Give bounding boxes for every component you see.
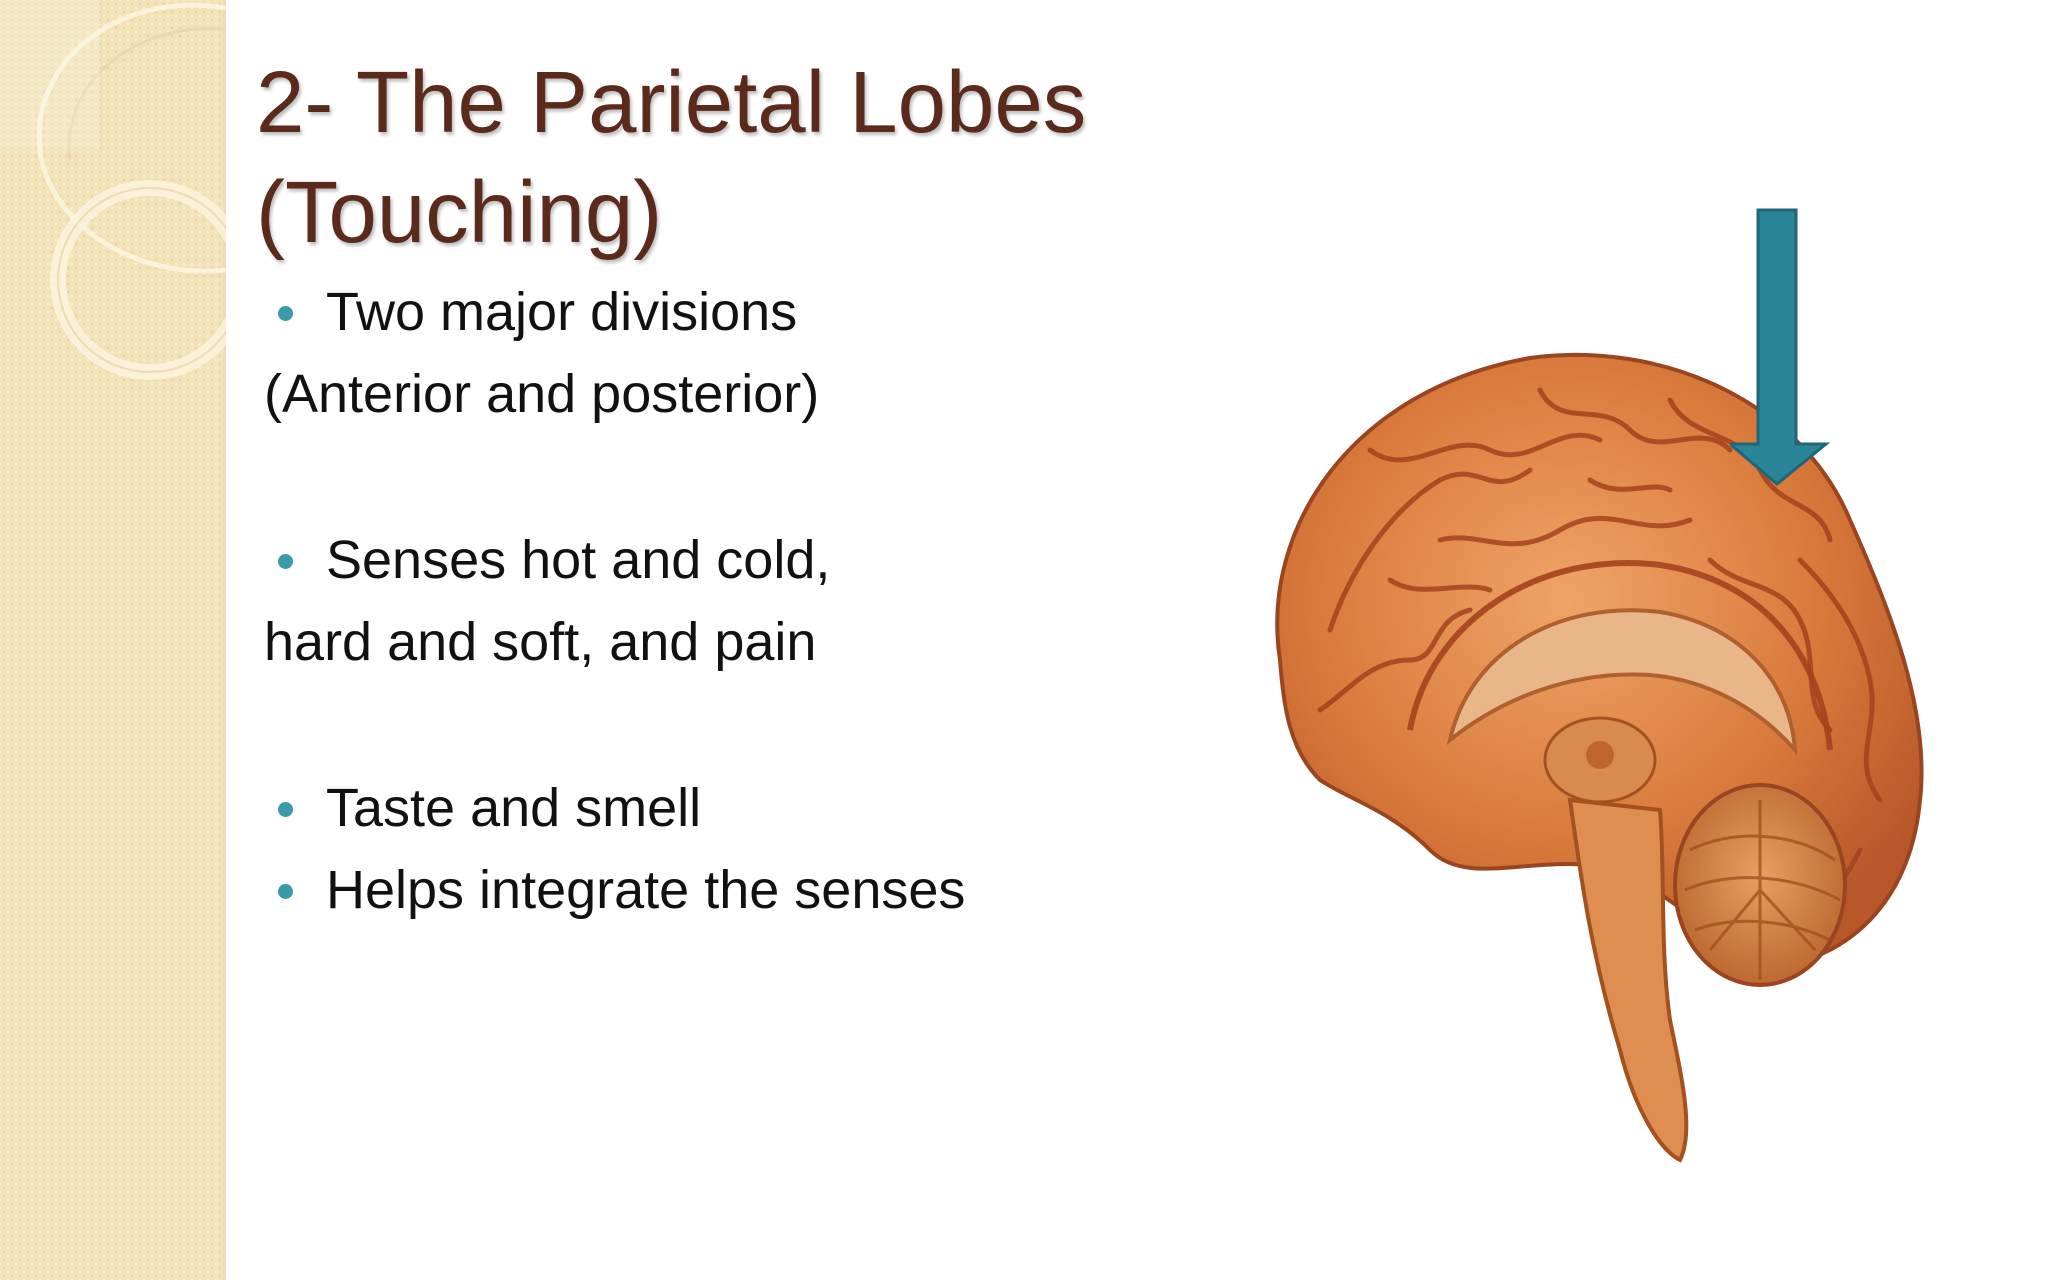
title-line-1: 2- The Parietal Lobes bbox=[256, 54, 1087, 151]
list-item-text: Two major divisions bbox=[326, 282, 798, 342]
list-item: Two major divisions bbox=[264, 280, 797, 344]
slide-title: 2- The Parietal Lobes (Touching) bbox=[256, 48, 1356, 268]
list-item-text: (Anterior and posterior) bbox=[264, 364, 820, 424]
list-item: Taste and smell bbox=[264, 776, 701, 840]
bullet-dot-icon bbox=[278, 884, 293, 899]
bullet-dot-icon bbox=[278, 554, 293, 569]
decorative-rings-icon bbox=[0, 0, 226, 380]
brain-image bbox=[1240, 330, 1940, 1170]
decorative-side-band bbox=[0, 0, 226, 1280]
list-item-continuation: (Anterior and posterior) bbox=[264, 362, 819, 426]
brain-midsagittal-icon bbox=[1275, 352, 1924, 1163]
down-arrow-icon bbox=[1730, 208, 1830, 486]
list-item-continuation: hard and soft, and pain bbox=[264, 610, 816, 674]
list-item-text: Helps integrate the senses bbox=[326, 860, 966, 920]
bullet-dot-icon bbox=[278, 802, 293, 817]
list-item-text: Senses hot and cold, bbox=[326, 530, 831, 590]
list-item-text: Taste and smell bbox=[326, 778, 702, 838]
list-item: Helps integrate the senses bbox=[264, 858, 965, 922]
list-item: Senses hot and cold, bbox=[264, 528, 830, 592]
bullet-dot-icon bbox=[278, 306, 293, 321]
list-item-text: hard and soft, and pain bbox=[264, 612, 817, 672]
title-line-2: (Touching) bbox=[256, 164, 663, 261]
